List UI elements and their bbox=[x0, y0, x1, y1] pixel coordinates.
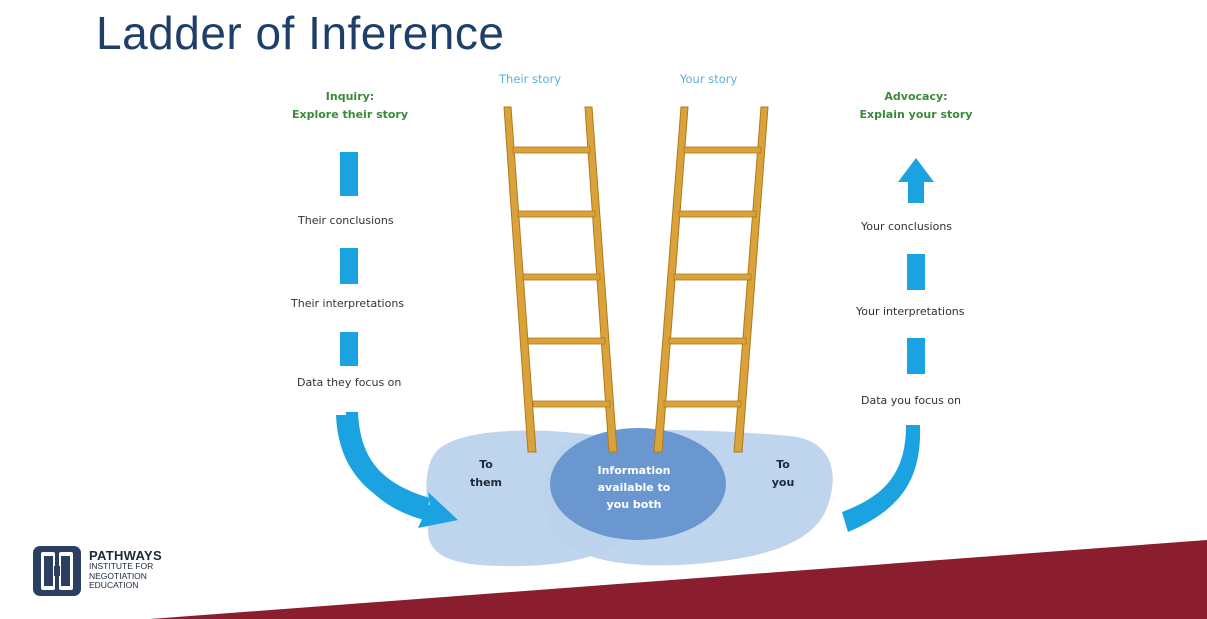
up-arrow-icon bbox=[898, 158, 934, 203]
advocacy-title: Advocacy: bbox=[884, 90, 948, 103]
to-you-label: To you bbox=[763, 456, 803, 492]
inquiry-subtitle: Explore their story bbox=[291, 108, 409, 121]
right-step-interpretations: Your interpretations bbox=[856, 305, 965, 318]
to-them-label: To them bbox=[466, 456, 506, 492]
page-title: Ladder of Inference bbox=[96, 7, 505, 59]
left-bar-3 bbox=[340, 332, 358, 366]
ladder-your-story bbox=[653, 106, 769, 453]
pathways-logo-icon bbox=[33, 546, 81, 596]
shared-info-line1: Information bbox=[597, 464, 671, 477]
logo-sub-line2: NEGOTIATION bbox=[89, 570, 147, 581]
left-step-interpretations: Their interpretations bbox=[291, 297, 405, 310]
pool-overlap bbox=[550, 428, 726, 540]
right-step-conclusions: Your conclusions bbox=[861, 220, 953, 233]
left-bar-1 bbox=[340, 152, 358, 196]
logo-name: PATHWAYS bbox=[89, 548, 162, 563]
footer-band bbox=[150, 540, 1207, 619]
logo-sub-line1: INSTITUTE FOR bbox=[89, 561, 154, 571]
left-step-data: Data they focus on bbox=[297, 376, 402, 389]
shared-info-label: Information available to you both bbox=[579, 462, 689, 513]
to-them-line1: To bbox=[479, 458, 493, 471]
right-step-data: Data you focus on bbox=[861, 394, 962, 407]
shared-info-line2: available to bbox=[597, 481, 671, 494]
to-them-line2: them bbox=[469, 476, 502, 489]
advocacy-subtitle: Explain your story bbox=[859, 108, 973, 121]
right-bar-1 bbox=[907, 254, 925, 290]
left-bar-2 bbox=[340, 248, 358, 284]
inquiry-title: Inquiry: bbox=[325, 90, 375, 103]
to-you-line1: To bbox=[776, 458, 790, 471]
their-story-label: Their story bbox=[499, 72, 562, 86]
right-bar-2 bbox=[907, 338, 925, 374]
logo-sub-line3: EDUCATION bbox=[89, 580, 139, 590]
left-step-conclusions: Their conclusions bbox=[298, 214, 394, 227]
logo-subtitle: INSTITUTE FOR NEGOTIATION EDUCATION bbox=[89, 561, 209, 591]
to-you-line2: you bbox=[771, 476, 795, 489]
ladder-their-story bbox=[503, 106, 618, 453]
shared-info-line3: you both bbox=[606, 498, 662, 511]
right-curved-arrow bbox=[842, 425, 921, 532]
your-story-label: Your story bbox=[680, 72, 738, 86]
inquiry-header: Inquiry: Explore their story bbox=[270, 88, 430, 124]
advocacy-header: Advocacy: Explain your story bbox=[836, 88, 996, 124]
